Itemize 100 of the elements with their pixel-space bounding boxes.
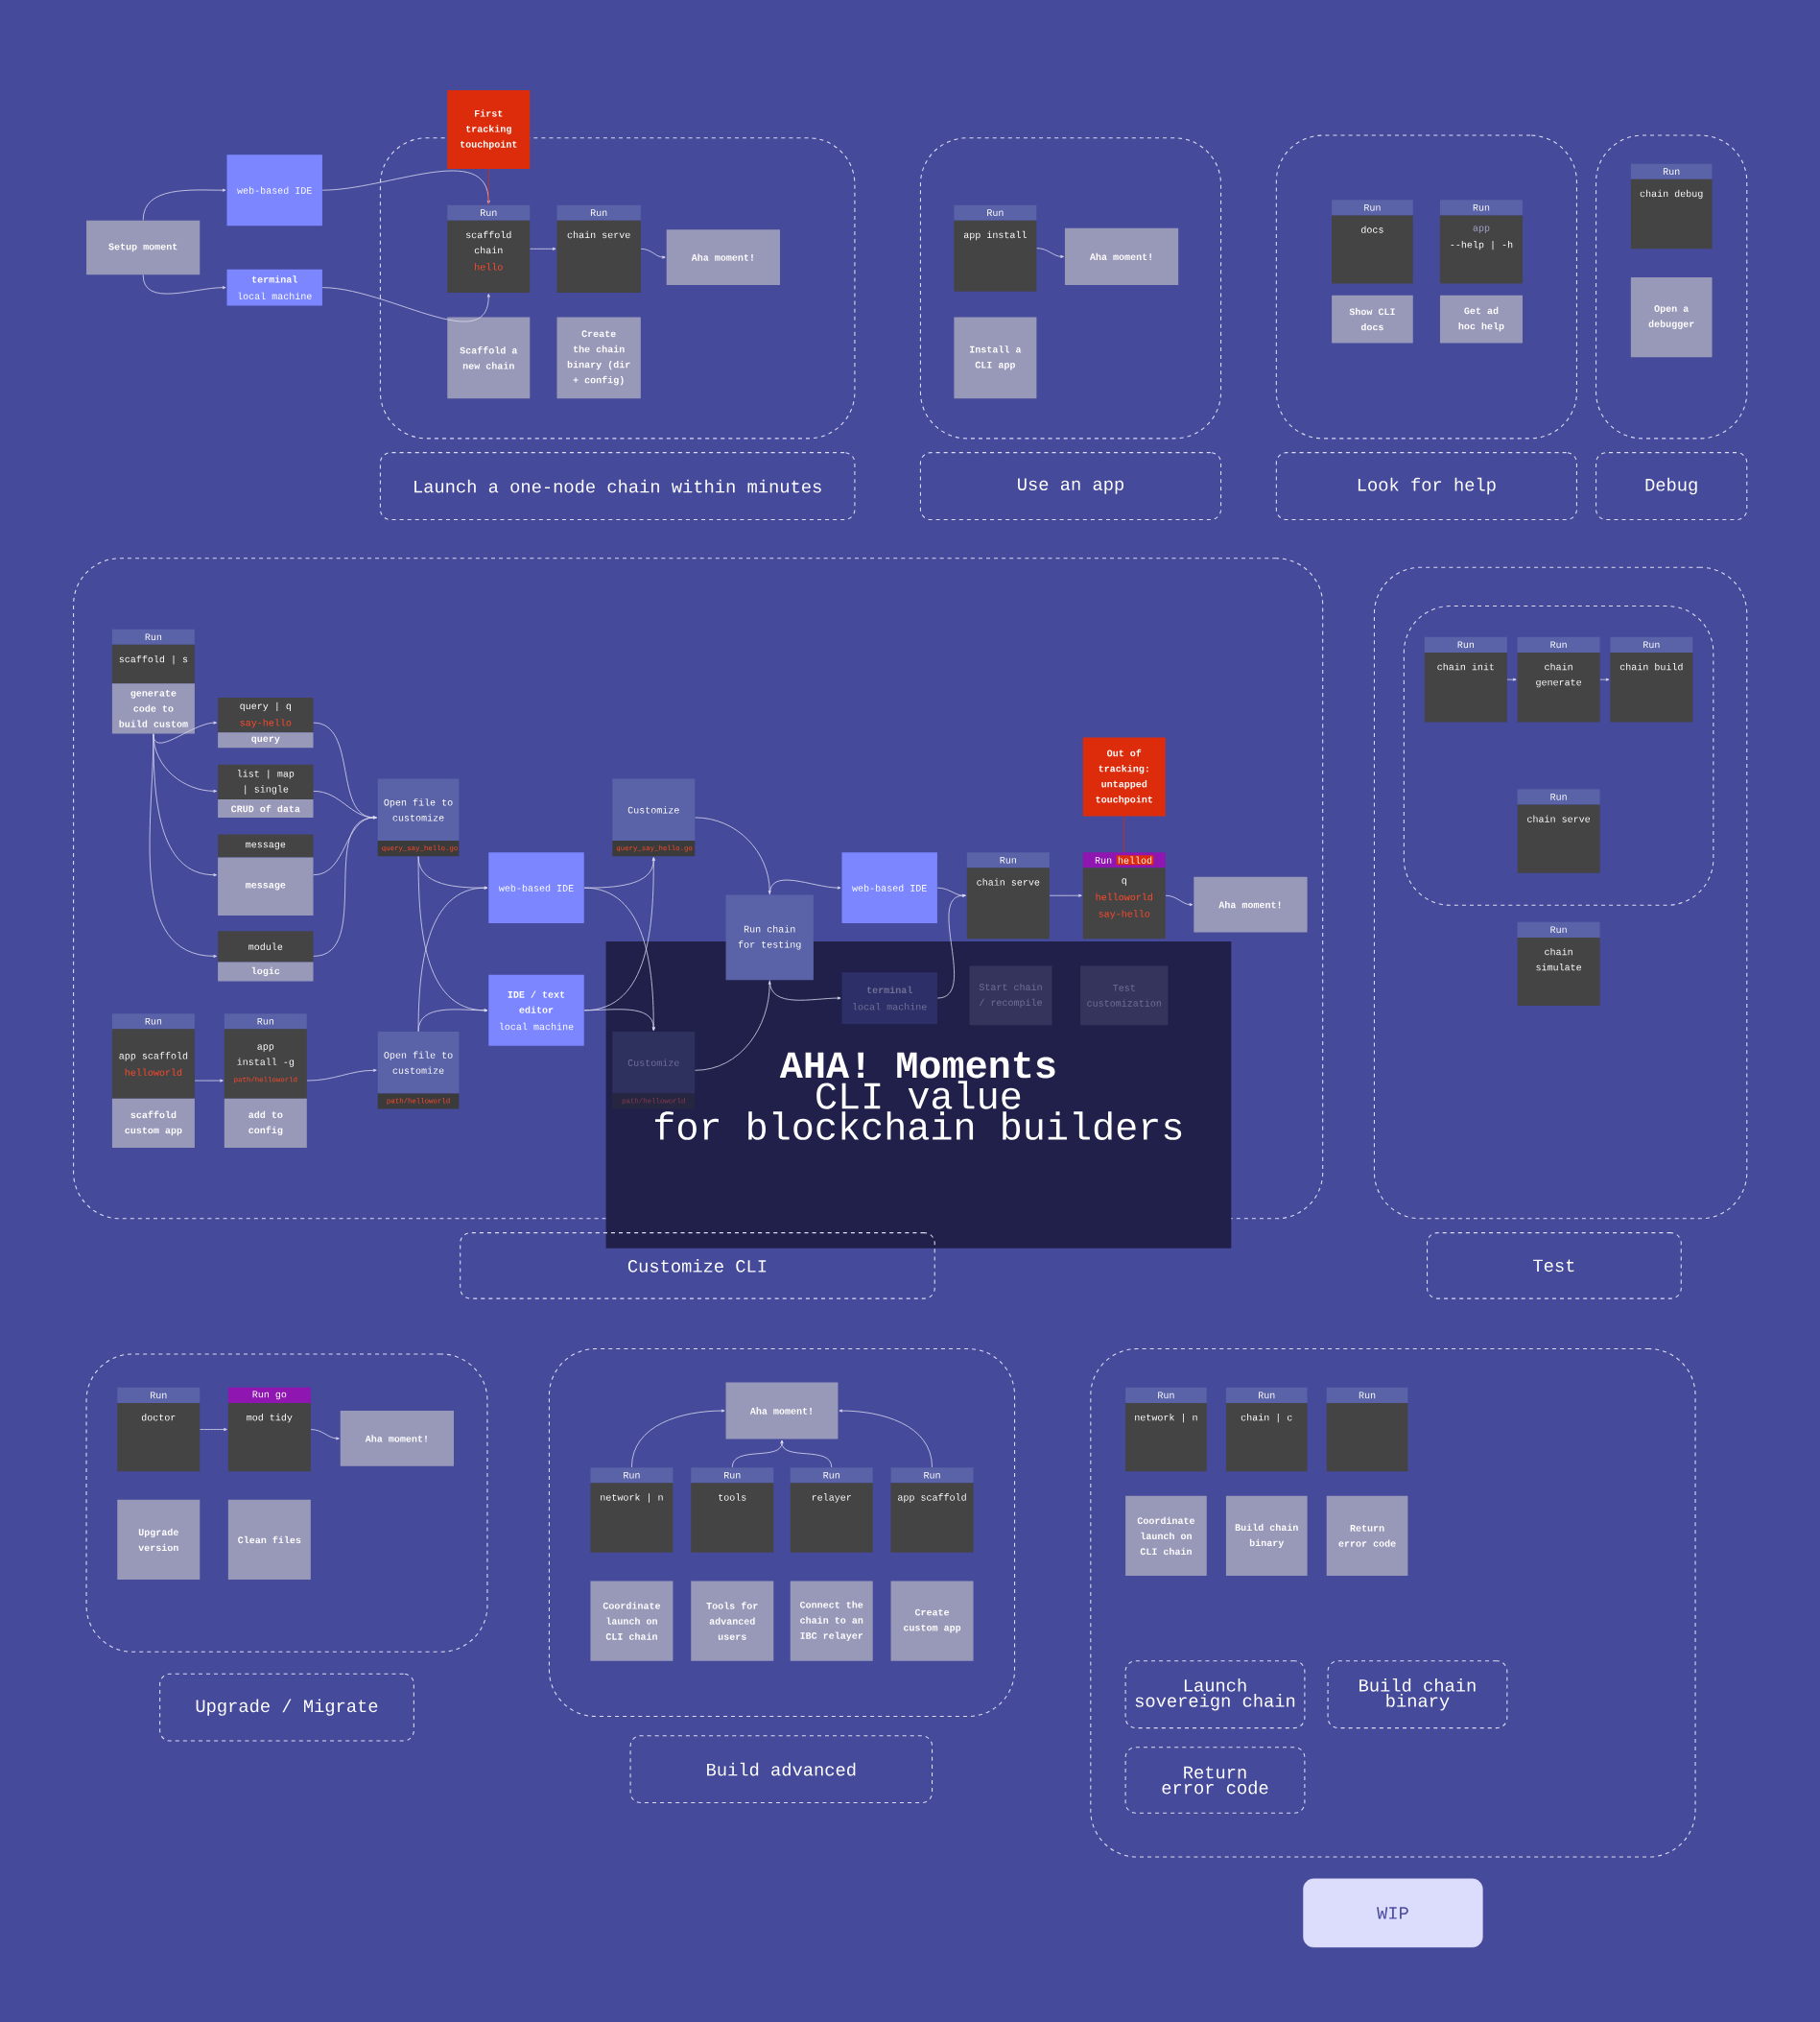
arrow (321, 287, 490, 322)
node-label: Run (1550, 794, 1567, 800)
command-card: Run app --help | -h (1439, 200, 1523, 284)
arrow (1599, 678, 1610, 681)
node-label: Run go (252, 1391, 287, 1400)
group-frame (1595, 134, 1748, 440)
node-label: Run (823, 1471, 839, 1479)
node-label: Run (1359, 1392, 1376, 1399)
command-card: message message (217, 834, 314, 916)
node-label: Run (986, 209, 1004, 217)
arrow (313, 816, 377, 957)
arrow (583, 1009, 655, 1031)
arrow (936, 893, 966, 999)
connector-line (1123, 816, 1124, 853)
command-card: Run (1326, 1387, 1408, 1472)
milestone-box: Aha moment! (1064, 227, 1178, 285)
node-label: query (251, 736, 280, 745)
node-label: Run (1158, 1392, 1174, 1399)
node-label: Run (1643, 641, 1660, 649)
milestone-box: Aha moment! (1194, 876, 1308, 933)
description-box: Upgrade version (117, 1499, 201, 1581)
command-card: Run network | n (1124, 1387, 1207, 1472)
command-card: Run network | n (590, 1467, 674, 1553)
node-label: logic (251, 966, 280, 977)
node-label: Run (1258, 1392, 1275, 1399)
status-badge: WIP (1303, 1878, 1483, 1948)
arrow (417, 886, 488, 1033)
arrow (417, 1009, 488, 1033)
node-label: Run (624, 1471, 640, 1479)
command-card: Run chain simulate (1517, 921, 1600, 1007)
description-box: Open a debugger (1630, 276, 1713, 358)
title-box: Launch sovereign chain (1124, 1660, 1306, 1729)
node-label: hellod (1118, 856, 1152, 864)
arrow (142, 274, 226, 295)
arrow (529, 247, 556, 250)
command-card: Run app scaffold (890, 1467, 974, 1553)
node-label: Run (1663, 168, 1680, 176)
node-label: Run (1364, 203, 1381, 211)
arrow (194, 1079, 224, 1082)
command-card: Run docs (1331, 200, 1413, 284)
arrow (630, 1409, 725, 1468)
title-box: Return error code (1124, 1747, 1306, 1814)
environment-box: terminal local machine (841, 972, 937, 1024)
command-card: Run scaffold | s generate code to build custom (111, 629, 195, 734)
node-label: Run (1000, 856, 1016, 864)
group-frame (85, 1353, 488, 1653)
description-box: Return error code (1326, 1495, 1408, 1577)
arrow (640, 248, 666, 259)
environment-box: web-based IDE (488, 852, 584, 924)
command-card: Run chain init (1424, 636, 1507, 723)
node-label: message (246, 842, 286, 850)
description-box: Build chain binary (1225, 1495, 1308, 1577)
description-box: Get ad hoc help (1439, 295, 1523, 344)
arrow (780, 1439, 832, 1468)
node-label: scaffold | s (119, 654, 188, 665)
milestone-box: Setup moment (85, 220, 201, 275)
arrow (149, 733, 217, 958)
command-card: Run chain | c (1225, 1387, 1308, 1472)
node-label: scaffold custom app (125, 1110, 182, 1136)
title-box: Debug (1595, 452, 1748, 521)
title-box: Upgrade / Migrate (158, 1673, 414, 1742)
environment-box: web-based IDE (841, 852, 937, 924)
node-label: Run (257, 1017, 273, 1025)
node-label: CRUD of data (230, 804, 300, 813)
arrow (142, 188, 226, 221)
node-label: Run (1550, 926, 1567, 934)
arrow (694, 817, 771, 894)
environment-box: web-based IDE (226, 155, 322, 226)
node-label: Run (1095, 857, 1112, 864)
node-label: Run (145, 1017, 161, 1025)
title-box: Launch a one-node chain within minutes (379, 452, 856, 521)
description-box: Connect the chain to an IBC relayer (790, 1581, 873, 1661)
description-box: Clean files (227, 1499, 311, 1581)
arrow (1049, 893, 1082, 897)
node-label: Run (723, 1471, 741, 1479)
command-card: Run scaffold chain hello (447, 204, 531, 293)
arrow (199, 1428, 227, 1432)
command-card: Run app scaffold helloworld scaffold custom app (111, 1013, 195, 1148)
node-label: Run (480, 209, 497, 217)
description-box: Coordinate launch on CLI chain (590, 1581, 674, 1661)
step-box: Run chain for testing (725, 894, 814, 981)
group-frame (1403, 606, 1714, 906)
group-frame (548, 1348, 1015, 1718)
node-label: Run (1473, 203, 1489, 211)
command-card: list | map | single CRUD of data (217, 764, 314, 818)
description-box: Scaffold a new chain (447, 317, 531, 399)
environment-box: terminal local machine (226, 269, 322, 306)
milestone-box: Aha moment! (725, 1382, 839, 1439)
tracking-note: First tracking touchpoint (447, 90, 531, 169)
node-label: Run (924, 1471, 940, 1479)
command-card: Run chain serve (556, 204, 641, 293)
connector-line (487, 168, 489, 205)
command-card: query | q say-hello query (217, 697, 314, 749)
group-frame (919, 137, 1221, 440)
arrow (321, 170, 490, 204)
milestone-box: Aha moment! (340, 1411, 454, 1466)
node-label: Run (1550, 641, 1567, 649)
description-box: Install a CLI app (954, 317, 1037, 399)
description-box: Tools for advanced users (691, 1581, 774, 1661)
command-card: Run app install (954, 204, 1037, 292)
